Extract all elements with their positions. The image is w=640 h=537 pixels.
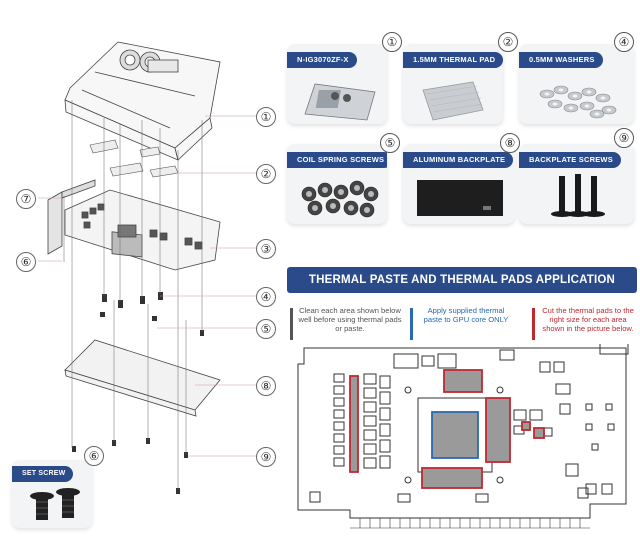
- assembly-lines: [63, 100, 203, 490]
- pad-area-vrm-left: [349, 375, 359, 473]
- washers-image: [539, 85, 617, 119]
- part-label-thermal-pad: 1.5MM THERMAL PAD: [403, 52, 503, 68]
- part-label-coil-screws: COIL SPRING SCREWS: [287, 152, 387, 168]
- set-screw-image: [30, 488, 80, 520]
- part-num-4: ④: [614, 32, 634, 52]
- exploded-view-drawing: [38, 41, 256, 494]
- set-screw-label: SET SCREW: [12, 466, 74, 482]
- water-block: [64, 41, 221, 161]
- part-card-block: N-IG3070ZF-X: [287, 44, 387, 124]
- pcb-layout-diagram: [297, 344, 629, 529]
- callout-3: ③: [256, 239, 276, 259]
- instruction-bar-pads: [532, 308, 535, 340]
- pad-area-bottom: [421, 467, 483, 489]
- thermal-pad-image: [422, 81, 484, 121]
- backplate-screws-image: [551, 174, 605, 217]
- part-label-backplate: ALUMINUM BACKPLATE: [403, 152, 514, 168]
- pad-area-small-2: [533, 427, 545, 439]
- thermal-paste-area-gpu-core: [431, 411, 479, 459]
- pad-area-right: [485, 397, 511, 463]
- screws: [100, 292, 204, 336]
- part-num-5: ⑤: [380, 133, 400, 153]
- part-label-block: N-IG3070ZF-X: [287, 52, 357, 68]
- pad-area-top: [443, 369, 483, 393]
- thermal-application-banner: THERMAL PASTE AND THERMAL PADS APPLICATI…: [287, 267, 637, 293]
- part-card-backplate-screws: BACKPLATE SCREWS: [519, 144, 634, 224]
- callout-1: ①: [256, 107, 276, 127]
- callout-5: ⑤: [256, 319, 276, 339]
- callout-leaders: [38, 115, 256, 457]
- part-card-thermal-pad: 1.5MM THERMAL PAD: [403, 44, 503, 124]
- pcb-board: [47, 179, 221, 271]
- callout-4: ④: [256, 287, 276, 307]
- backplate-screws: [72, 438, 188, 494]
- part-card-washers: 0.5MM WASHERS: [519, 44, 634, 124]
- part-card-coil-screws: COIL SPRING SCREWS: [287, 144, 387, 224]
- part-label-washers: 0.5MM WASHERS: [519, 52, 603, 68]
- instruction-bar-clean: [290, 308, 293, 340]
- thermal-pad-areas: [349, 369, 545, 489]
- pcb-outline: [297, 347, 627, 519]
- pad-area-small-1: [521, 421, 531, 431]
- callout-2: ②: [256, 164, 276, 184]
- part-num-8: ⑧: [500, 133, 520, 153]
- part-card-backplate: ALUMINUM BACKPLATE: [403, 144, 515, 224]
- set-screw-callout: ⑥: [84, 446, 104, 466]
- callout-8: ⑧: [256, 376, 276, 396]
- part-num-1: ①: [382, 32, 402, 52]
- instruction-pads: Cut the thermal pads to the right size f…: [542, 306, 634, 333]
- part-label-backplate-screws: BACKPLATE SCREWS: [519, 152, 621, 168]
- exploded-diagram: ① ② ③ ④ ⑤ ⑧ ⑨ ⑦ ⑥ SET SCREW ⑥: [0, 0, 284, 532]
- instruction-paste: Apply supplied thermal paste to GPU core…: [423, 306, 509, 324]
- backplate: [64, 339, 221, 417]
- part-num-9: ⑨: [614, 128, 634, 148]
- backplate-image: [417, 180, 503, 216]
- water-block-image: [304, 83, 376, 121]
- set-screw-card: SET SCREW: [12, 460, 92, 528]
- instruction-clean: Clean each area shown below well before …: [298, 306, 402, 333]
- instruction-bar-paste: [410, 308, 413, 340]
- callout-6: ⑥: [16, 252, 36, 272]
- callout-9: ⑨: [256, 447, 276, 467]
- coil-screws-image: [301, 180, 379, 218]
- callout-7: ⑦: [16, 189, 36, 209]
- part-num-2: ②: [498, 32, 518, 52]
- pcie-connector: [350, 518, 590, 529]
